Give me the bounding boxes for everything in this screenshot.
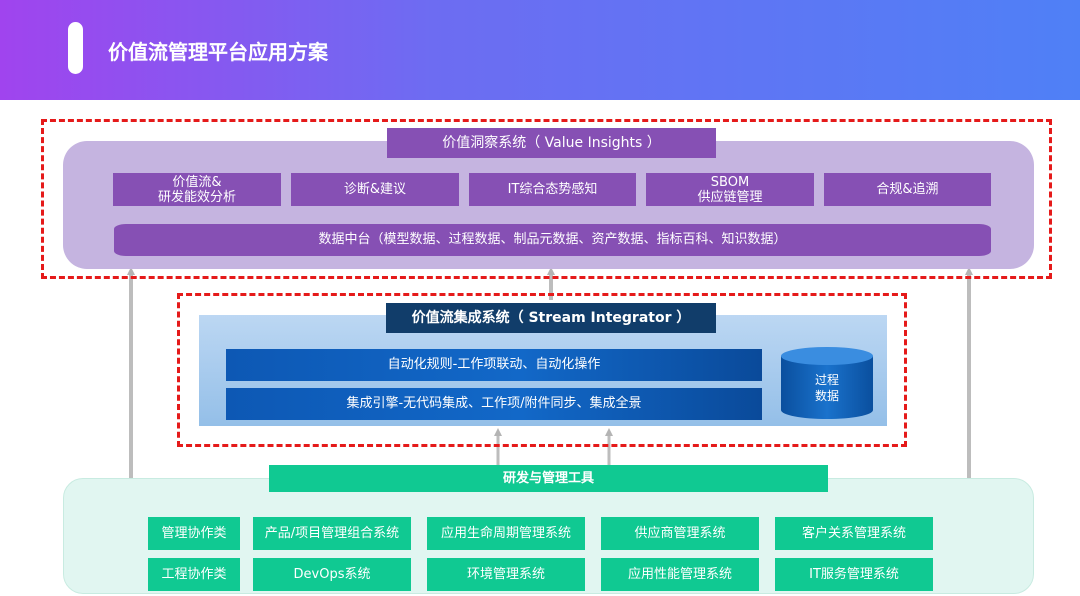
stream-integrator-dashed-frame xyxy=(177,293,907,447)
tool-devops: DevOps系统 xyxy=(253,558,411,591)
vi-box-sbom: SBOM 供应链管理 xyxy=(646,173,814,206)
tool-alm: 应用生命周期管理系统 xyxy=(427,517,585,550)
value-insights-dashed-frame xyxy=(41,119,1052,279)
vi-box-compliance: 合规&追溯 xyxy=(824,173,991,206)
process-data-label: 过程 数据 xyxy=(814,373,839,403)
tool-crm: 客户关系管理系统 xyxy=(775,517,933,550)
tool-apm: 应用性能管理系统 xyxy=(601,558,759,591)
tool-engineering-collab: 工程协作类 xyxy=(148,558,240,591)
page-title: 价值流管理平台应用方案 xyxy=(108,40,328,64)
tool-product-portfolio: 产品/项目管理组合系统 xyxy=(253,517,411,550)
value-insights-title: 价值洞察系统（ Value Insights ） xyxy=(387,128,716,158)
process-data-cylinder-icon xyxy=(781,347,873,419)
data-center-bar: 数据中台（模型数据、过程数据、制品元数据、资产数据、指标百科、知识数据） xyxy=(114,224,991,256)
stream-integrator-title: 价值流集成系统（ Stream Integrator ） xyxy=(386,303,716,333)
vi-box-it-situation: IT综合态势感知 xyxy=(469,173,636,206)
integration-engine-bar: 集成引擎-无代码集成、工作项/附件同步、集成全景 xyxy=(226,388,762,420)
tool-management-collab: 管理协作类 xyxy=(148,517,240,550)
header-banner: 价值流管理平台应用方案 xyxy=(0,0,1080,100)
tool-supplier-mgmt: 供应商管理系统 xyxy=(601,517,759,550)
tool-itsm: IT服务管理系统 xyxy=(775,558,933,591)
automation-rules-bar: 自动化规则-工作项联动、自动化操作 xyxy=(226,349,762,381)
tools-title: 研发与管理工具 xyxy=(269,465,828,492)
header-accent-bar xyxy=(68,22,83,74)
vi-box-value-stream-analysis: 价值流& 研发能效分析 xyxy=(113,173,281,206)
tool-env-mgmt: 环境管理系统 xyxy=(427,558,585,591)
vi-box-diagnosis: 诊断&建议 xyxy=(291,173,459,206)
